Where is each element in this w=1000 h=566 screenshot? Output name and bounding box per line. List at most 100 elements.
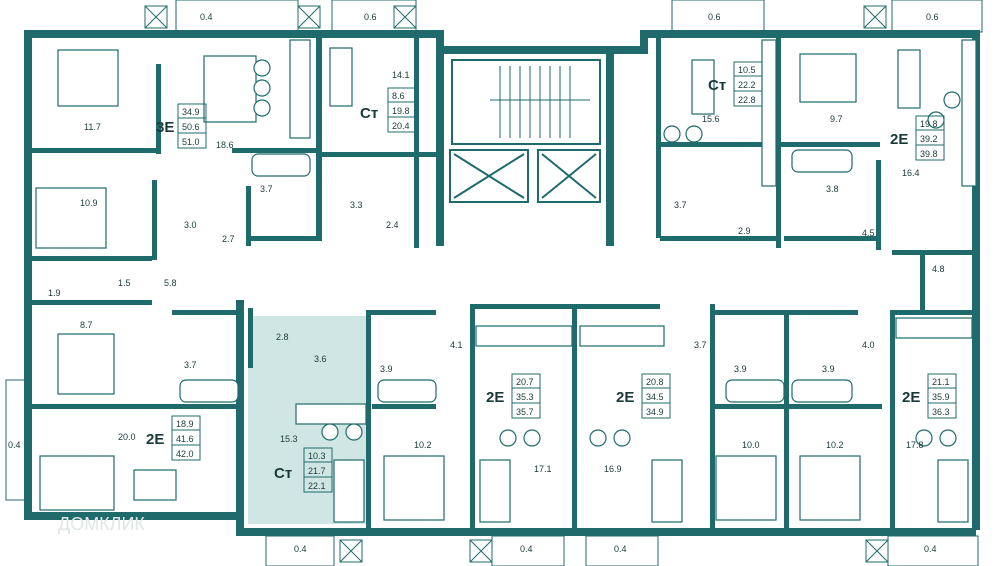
room-area: 4.1 — [450, 340, 463, 350]
apartment-label-a8[interactable]: 2Е 20.8 34.5 34.9 — [616, 373, 671, 419]
apartment-label-a7[interactable]: 2Е 20.7 35.3 35.7 — [486, 373, 541, 419]
total-area: 35.9 — [932, 392, 950, 402]
total-area: 50.6 — [182, 122, 200, 132]
room-area: 0.4 — [924, 544, 937, 554]
room-area: 0.4 — [8, 440, 21, 450]
total-area-with-balcony: 22.1 — [308, 481, 326, 491]
room-area: 16.4 — [902, 168, 920, 178]
apartment-type: 2Е — [902, 389, 920, 406]
room-area: 10.2 — [826, 440, 844, 450]
room-area: 3.7 — [674, 200, 687, 210]
balconies — [5, 0, 983, 566]
room-area: 3.3 — [350, 200, 363, 210]
living-area: 8.6 — [392, 91, 405, 101]
apartment-type: Ст — [274, 465, 292, 482]
apartment-type: 3Е — [156, 119, 174, 136]
room-area: 3.0 — [184, 220, 197, 230]
room-area: 10.0 — [742, 440, 760, 450]
room-area: 18.6 — [216, 140, 234, 150]
room-area: 3.9 — [380, 364, 393, 374]
room-area: 3.9 — [734, 364, 747, 374]
apartment-label-a3[interactable]: Ст 10.5 22.2 22.8 — [708, 61, 763, 107]
total-area-with-balcony: 22.8 — [738, 95, 756, 105]
room-area: 3.6 — [314, 354, 327, 364]
apartment-label-a9[interactable]: 2Е 21.1 35.9 36.3 — [902, 373, 957, 419]
room-area: 0.4 — [200, 12, 213, 22]
apartment-label-a1[interactable]: 3Е 34.9 50.6 51.0 — [156, 103, 207, 149]
room-area: 10.9 — [80, 198, 98, 208]
room-area: 5.8 — [164, 278, 177, 288]
total-area-with-balcony: 35.7 — [516, 407, 534, 417]
room-area: 4.8 — [932, 264, 945, 274]
room-area: 14.1 — [392, 70, 410, 80]
room-area: 17.1 — [534, 464, 552, 474]
room-area: 20.0 — [118, 432, 136, 442]
room-area: 11.7 — [84, 122, 101, 132]
total-area-with-balcony: 34.9 — [646, 407, 664, 417]
total-area: 19.8 — [392, 106, 410, 116]
total-area-with-balcony: 51.0 — [182, 137, 200, 147]
apartment-type: 2Е — [146, 431, 164, 448]
room-area: 15.3 — [280, 434, 298, 444]
total-area: 22.2 — [738, 80, 756, 90]
room-area: 10.2 — [414, 440, 432, 450]
room-area: 0.6 — [364, 12, 377, 22]
apartment-label-a4[interactable]: 2Е 19.8 39.2 39.8 — [890, 115, 945, 161]
room-area: 16.9 — [604, 464, 622, 474]
total-area: 35.3 — [516, 392, 534, 402]
room-area: 15.6 — [702, 114, 720, 124]
room-area: 0.4 — [614, 544, 627, 554]
apartment-type: Ст — [708, 77, 726, 94]
room-area: 4.0 — [862, 340, 875, 350]
room-area: 4.5 — [862, 228, 875, 238]
room-area: 3.7 — [694, 340, 707, 350]
room-area-labels: 0.4 0.6 0.6 0.6 11.7 18.6 14.1 15.6 9.7 … — [8, 12, 945, 554]
living-area: 10.3 — [308, 451, 326, 461]
living-area: 34.9 — [182, 107, 200, 117]
living-area: 21.1 — [932, 377, 950, 387]
room-area: 1.9 — [48, 288, 61, 298]
living-area: 10.5 — [738, 65, 756, 75]
total-area-with-balcony: 42.0 — [176, 449, 194, 459]
total-area-with-balcony: 20.4 — [392, 121, 410, 131]
room-area: 3.9 — [822, 364, 835, 374]
living-area: 20.8 — [646, 377, 664, 387]
room-area: 3.8 — [826, 184, 839, 194]
apartment-label-a2[interactable]: Ст 8.6 19.8 20.4 — [360, 87, 417, 133]
interior-walls — [32, 30, 980, 528]
living-area: 18.9 — [176, 419, 194, 429]
room-area: 2.4 — [386, 220, 399, 230]
apartment-label-a5[interactable]: 2Е 18.9 41.6 42.0 — [146, 415, 201, 461]
watermark: ДОМКЛИК — [58, 514, 145, 534]
living-area: 19.8 — [920, 119, 938, 129]
apartment-type: 2Е — [486, 389, 504, 406]
room-area: 0.6 — [708, 12, 721, 22]
room-area: 0.6 — [926, 12, 939, 22]
apartment-type: 2Е — [616, 389, 634, 406]
room-area: 3.7 — [260, 184, 273, 194]
total-area: 21.7 — [308, 466, 326, 476]
room-area: 17.8 — [906, 440, 924, 450]
room-area: 1.5 — [118, 278, 131, 288]
furniture — [35, 39, 977, 523]
total-area-with-balcony: 39.8 — [920, 149, 938, 159]
room-area: 2.8 — [276, 332, 289, 342]
room-area: 3.7 — [184, 360, 197, 370]
apartment-type: 2Е — [890, 131, 908, 148]
stairwell — [451, 59, 601, 145]
total-area: 34.5 — [646, 392, 664, 402]
room-area: 0.4 — [520, 544, 533, 554]
elevators — [449, 149, 601, 203]
room-area: 8.7 — [80, 320, 93, 330]
total-area-with-balcony: 36.3 — [932, 407, 950, 417]
room-area: 0.4 — [294, 544, 307, 554]
room-area: 9.7 — [830, 114, 843, 124]
living-area: 20.7 — [516, 377, 534, 387]
total-area: 41.6 — [176, 434, 194, 444]
room-area: 2.7 — [222, 234, 235, 244]
room-area: 2.9 — [738, 226, 751, 236]
apartment-type: Ст — [360, 105, 378, 122]
total-area: 39.2 — [920, 134, 938, 144]
apartment-label-a6[interactable]: Ст 10.3 21.7 22.1 — [274, 447, 333, 493]
